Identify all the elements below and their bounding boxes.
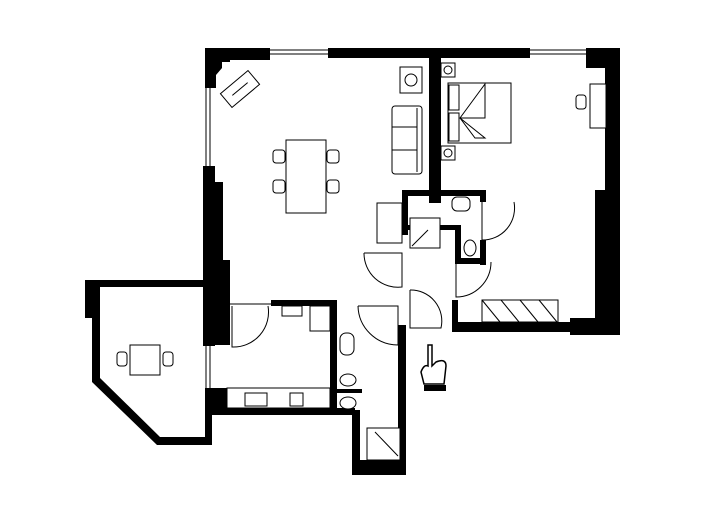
sofa-icon [391, 105, 423, 175]
sink-icon [339, 196, 471, 356]
balcony-table [116, 344, 174, 376]
stove-icon [289, 392, 304, 407]
bed-icon [447, 82, 512, 144]
kitchen-counter [226, 305, 331, 409]
shower-icon [366, 427, 401, 461]
tv-icon [219, 69, 261, 109]
wardrobe-icon [481, 299, 559, 323]
windows [205, 49, 586, 388]
doors [231, 201, 516, 348]
upper-shower-icon [409, 217, 441, 249]
bidet-icon [339, 373, 357, 387]
sink-icon [244, 392, 268, 407]
pointing-hand-icon [420, 344, 447, 391]
walls [85, 48, 620, 475]
toilet-icon [339, 239, 477, 410]
dining-table-icon [285, 139, 327, 214]
furniture [116, 62, 607, 461]
chair-icon [272, 149, 340, 194]
